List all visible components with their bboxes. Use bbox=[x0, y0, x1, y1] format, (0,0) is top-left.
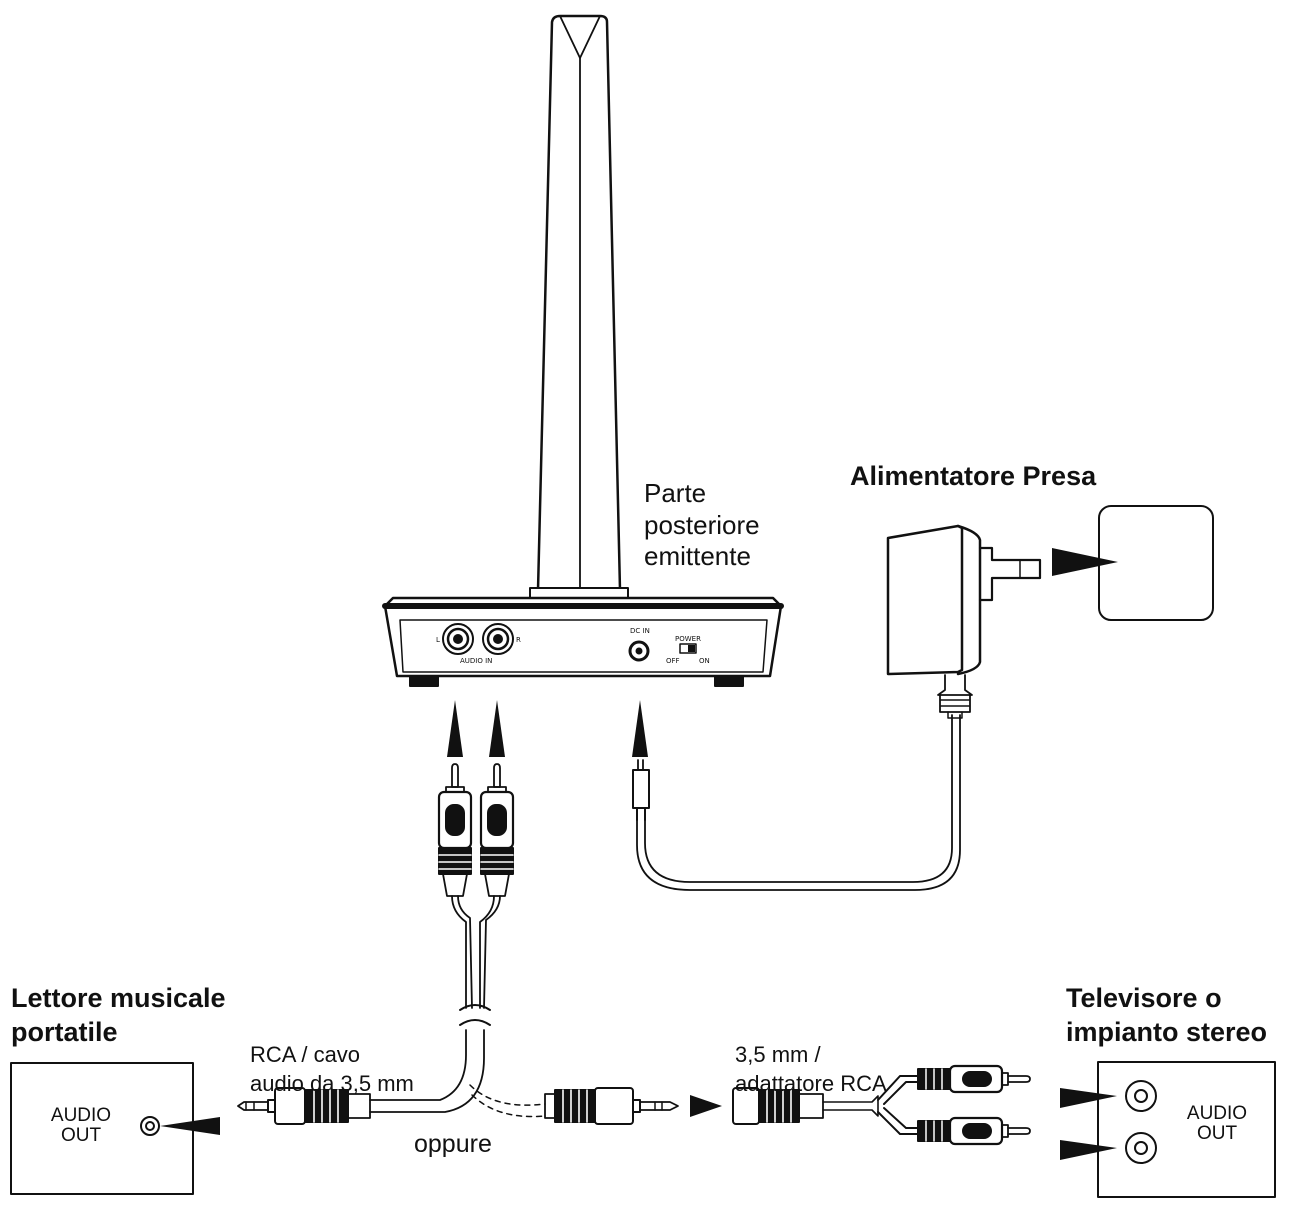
panel-right-label: R bbox=[516, 636, 521, 644]
jack-plug-alt-icon bbox=[544, 1087, 679, 1125]
or-label: oppure bbox=[414, 1130, 492, 1158]
rca-cable-label: RCA / cavo audio da 3,5 mm bbox=[250, 1041, 414, 1098]
dc-in-jack bbox=[628, 640, 650, 662]
tv-box-label: AUDIO OUT bbox=[1176, 1104, 1258, 1144]
tv-stereo-line-1: Televisore o bbox=[1066, 983, 1222, 1013]
player-box-line-2: OUT bbox=[60, 1124, 102, 1146]
portable-player-label: Lettore musicale portatile bbox=[11, 982, 226, 1050]
jack-plug-icon bbox=[237, 1087, 371, 1125]
transmitter-rear-line-3: emittente bbox=[644, 541, 751, 572]
panel-dc-in-label: DC IN bbox=[630, 627, 650, 635]
panel-audio-in-label: AUDIO IN bbox=[460, 657, 492, 665]
rca-to-jack-cable bbox=[369, 895, 546, 1118]
tv-box-line-1: AUDIO bbox=[1186, 1103, 1248, 1124]
audio-in-left-jack bbox=[442, 623, 474, 655]
transmitter-rear-line-2: posteriore bbox=[644, 509, 760, 540]
transmitter-base bbox=[382, 596, 784, 687]
rca-plug-icon bbox=[437, 763, 515, 897]
rca-cable-line-1: RCA / cavo bbox=[250, 1042, 361, 1067]
adapter-line-2: adattatore RCA bbox=[735, 1070, 887, 1096]
power-switch bbox=[679, 643, 697, 654]
dc-plug-icon bbox=[632, 759, 650, 821]
antenna-icon bbox=[529, 14, 629, 599]
rca-plug-icon bbox=[917, 1064, 1031, 1146]
power-adapter-label: Alimentatore Presa bbox=[850, 461, 1097, 491]
wall-adapter-icon bbox=[886, 524, 1042, 719]
player-box-label: AUDIO OUT bbox=[40, 1106, 122, 1146]
tv-box-line-2: OUT bbox=[1196, 1122, 1238, 1144]
portable-player-box bbox=[10, 1062, 220, 1195]
panel-left-label: L bbox=[436, 636, 440, 644]
tv-stereo-label: Televisore o impianto stereo bbox=[1066, 982, 1267, 1050]
arrow-icon bbox=[1052, 548, 1118, 576]
panel-power-label: POWER bbox=[675, 635, 701, 643]
audio-in-right-jack bbox=[482, 623, 514, 655]
adapter-line-1: 3,5 mm / bbox=[735, 1042, 821, 1067]
wall-socket bbox=[1098, 505, 1214, 621]
adapter-label: 3,5 mm / adattatore RCA bbox=[735, 1041, 887, 1098]
arrow-icon bbox=[447, 700, 648, 757]
transmitter-rear-label: Parte posteriore emittente bbox=[644, 478, 760, 573]
tv-stereo-line-2: impianto stereo bbox=[1066, 1016, 1268, 1047]
rca-cable-line-2: audio da 3,5 mm bbox=[250, 1070, 414, 1096]
player-box-line-1: AUDIO bbox=[50, 1105, 112, 1126]
adapter-icon bbox=[732, 1075, 919, 1135]
panel-off-label: OFF bbox=[666, 657, 680, 665]
portable-player-line-1: Lettore musicale bbox=[11, 983, 226, 1013]
tv-stereo-box bbox=[1097, 1061, 1276, 1198]
transmitter-rear-line-1: Parte bbox=[644, 478, 707, 508]
power-cable bbox=[636, 714, 961, 891]
arrow-icon bbox=[690, 1095, 722, 1117]
arrow-icon bbox=[1060, 1088, 1117, 1160]
portable-player-line-2: portatile bbox=[11, 1016, 118, 1047]
panel-on-label: ON bbox=[699, 657, 710, 665]
